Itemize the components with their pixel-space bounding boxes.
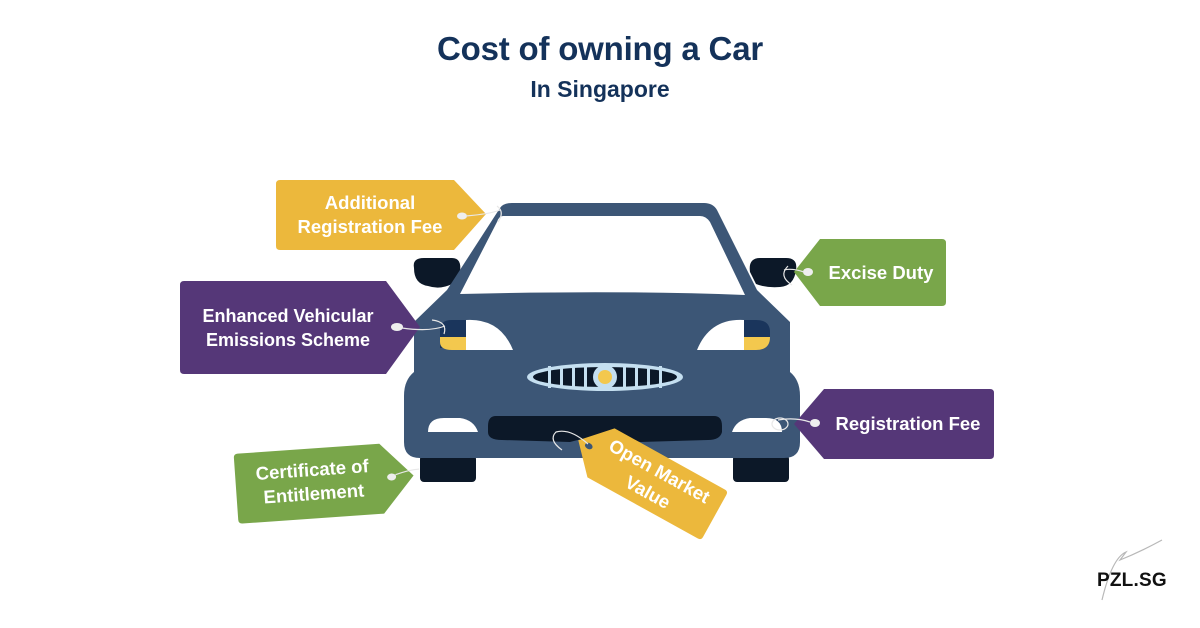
page-title: Cost of owning a Car [436, 30, 763, 67]
right-fog-light [732, 418, 782, 432]
left-fog-light [428, 418, 478, 432]
right-mirror [749, 258, 797, 288]
brand-swoosh-icon [1101, 539, 1163, 601]
left-headlight [440, 319, 513, 350]
right-wheel [733, 455, 789, 482]
tag-coe-label: Certificate of Entitlement [254, 455, 370, 508]
left-wheel [420, 455, 476, 482]
tag-enhanced-vehicular-emissions-scheme [180, 281, 446, 374]
tag-excise-duty [783, 239, 946, 306]
tag-eves-label: Enhanced Vehicular Emissions Scheme [202, 306, 374, 350]
tag-excise-label: Excise Duty [828, 262, 934, 283]
windshield [460, 216, 745, 295]
grille [527, 363, 683, 391]
tag-open-market-value [578, 428, 728, 540]
tag-arf-label: Additional Registration Fee [297, 192, 443, 237]
left-mirror [413, 258, 461, 288]
page-subtitle: In Singapore [530, 76, 670, 102]
right-headlight [697, 319, 770, 350]
brand-logo: PZL.SG [1097, 570, 1167, 591]
tag-regfee-label: Registration Fee [835, 413, 981, 434]
tag-registration-fee [771, 389, 994, 459]
tag-certificate-of-entitlement [233, 443, 420, 524]
tag-additional-registration-fee [276, 180, 502, 250]
air-intake [488, 416, 722, 442]
